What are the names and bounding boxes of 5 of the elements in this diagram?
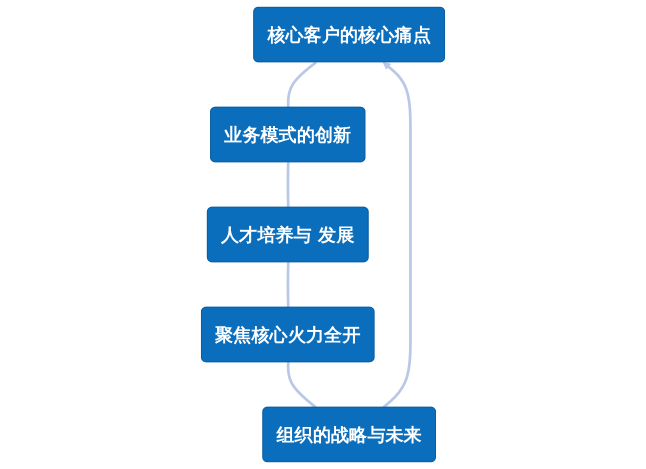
connector: [286, 262, 290, 308]
connector: [286, 362, 317, 409]
connector: [286, 61, 317, 108]
connector: [286, 162, 290, 208]
arrow: [382, 62, 412, 409]
